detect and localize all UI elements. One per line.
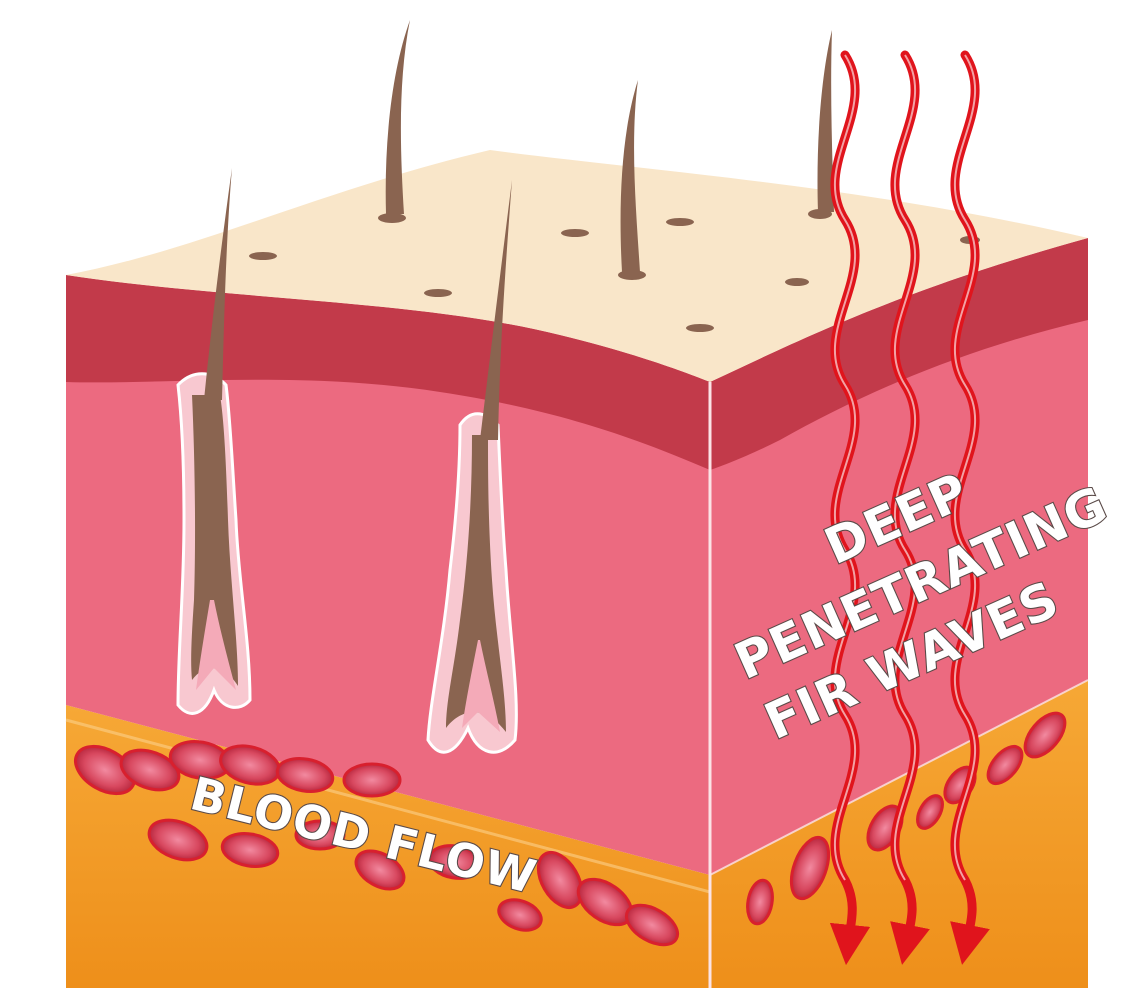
pore: [666, 218, 694, 226]
pore: [378, 213, 406, 223]
pore: [561, 229, 589, 237]
blood-cell-icon: [344, 764, 400, 796]
pore: [249, 252, 277, 260]
pore: [686, 324, 714, 332]
pore: [785, 278, 809, 286]
pore: [424, 289, 452, 297]
